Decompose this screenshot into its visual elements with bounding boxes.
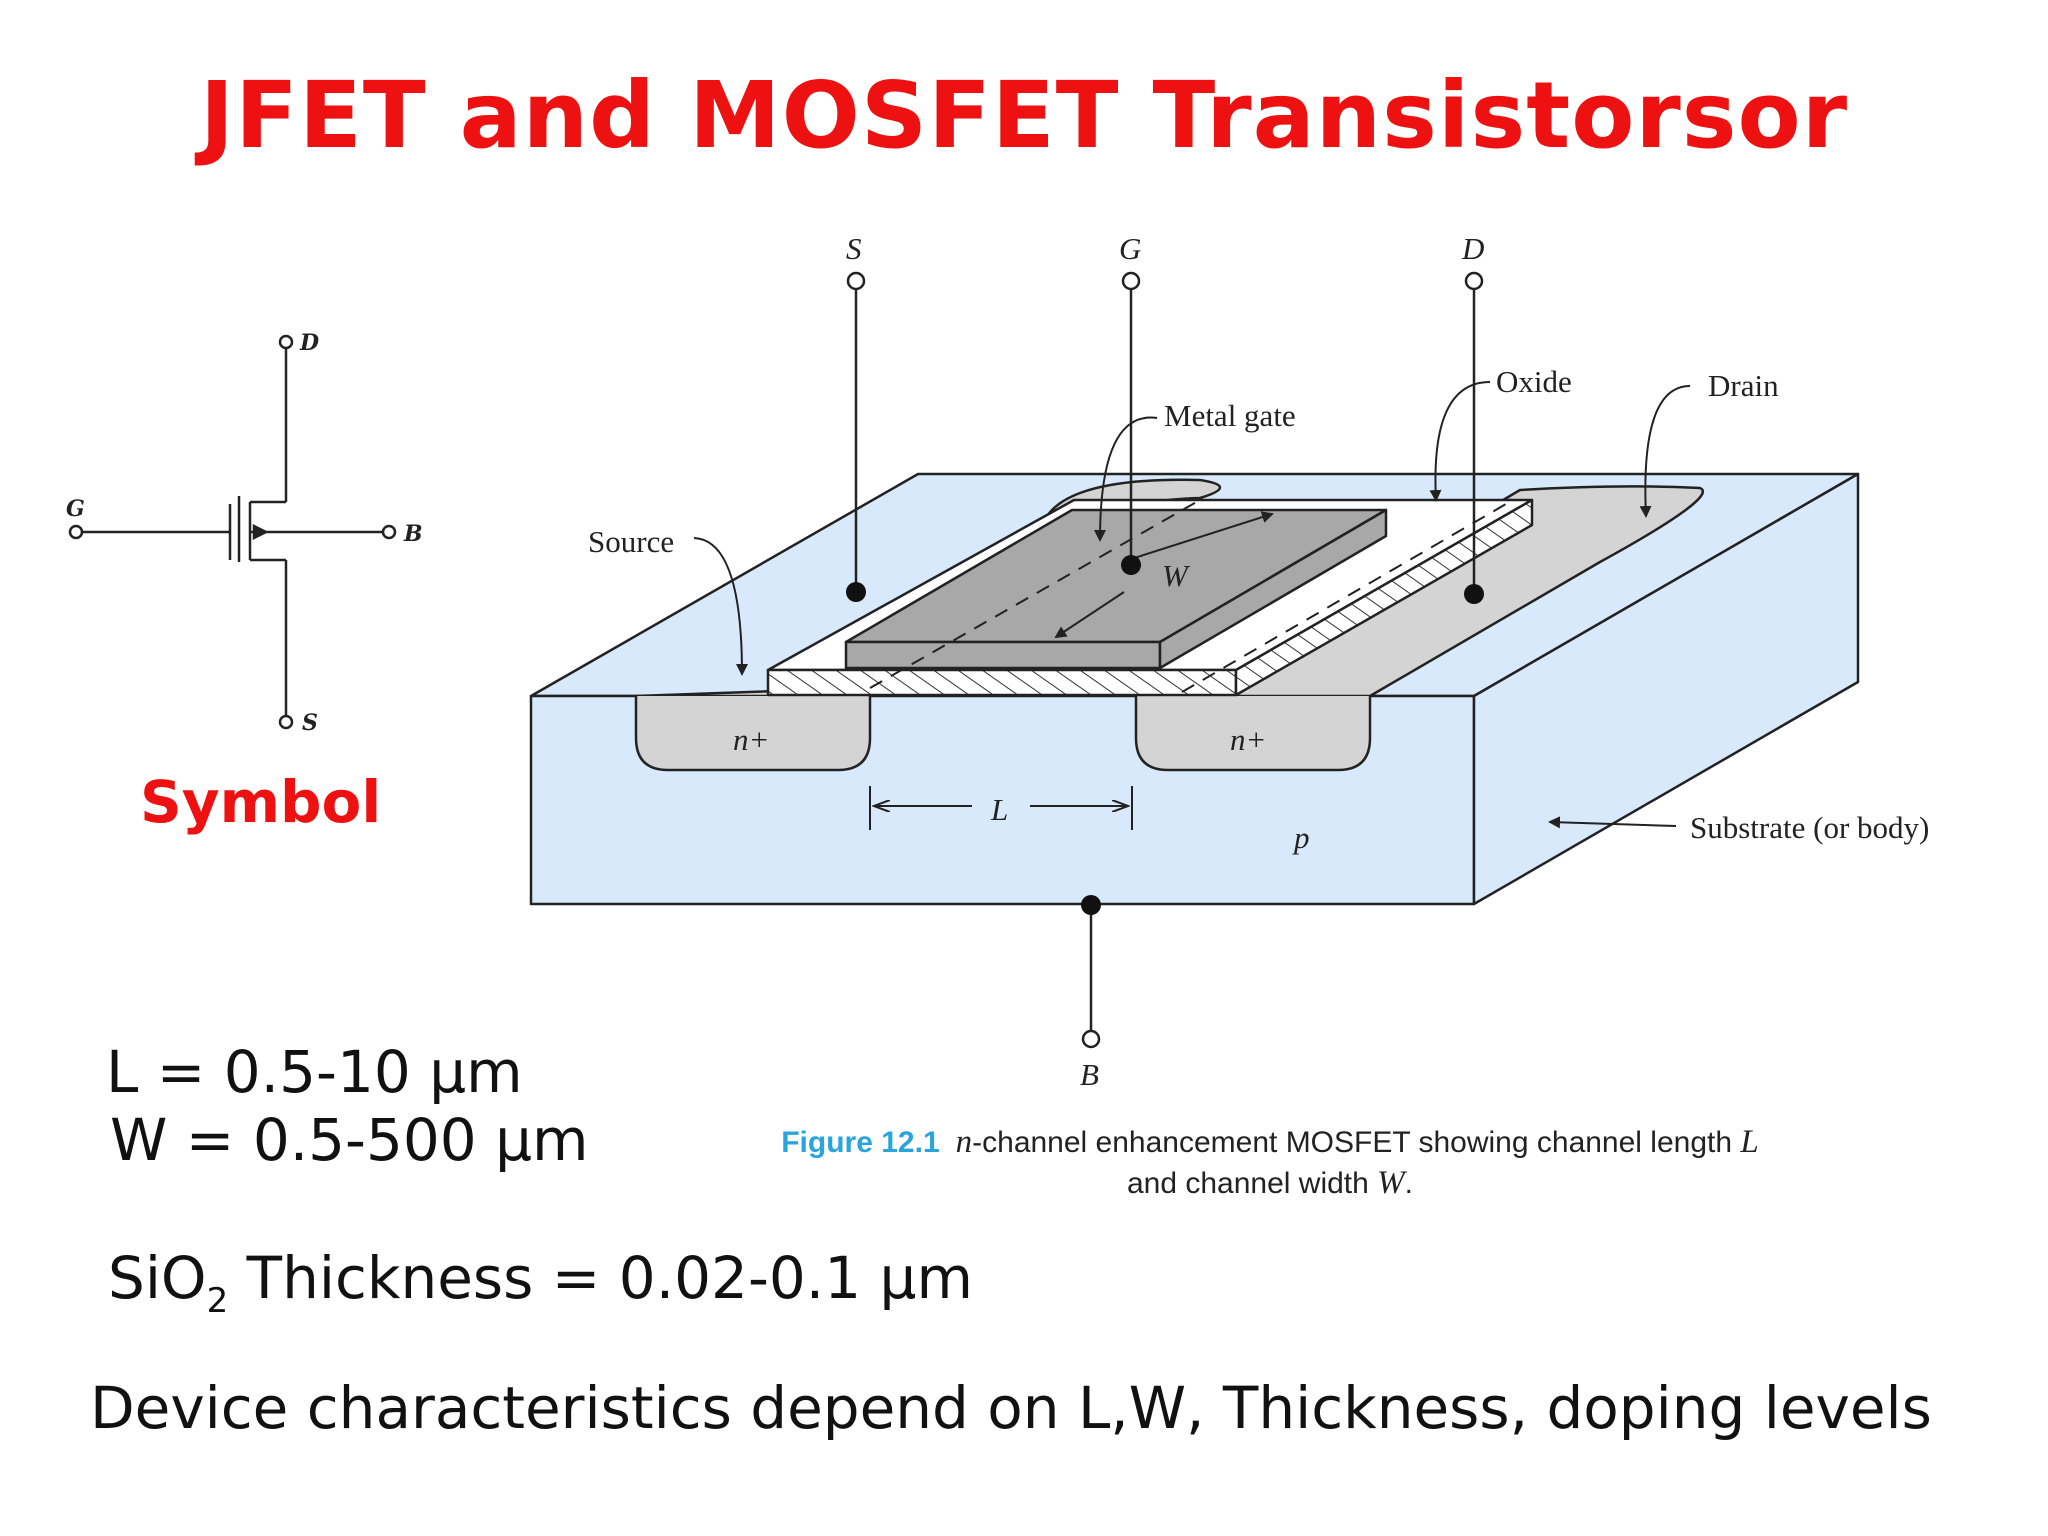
- channel-dashes: [869, 499, 1507, 693]
- param-oxide-thickness: SiO2 Thickness = 0.02-0.1 μm: [108, 1244, 973, 1321]
- label-s: S: [846, 231, 862, 266]
- substrate-side: [1472, 472, 1860, 906]
- width-arrows: [1054, 511, 1274, 639]
- symbol-label-d: D: [299, 330, 319, 356]
- symbol-source-terminal: [278, 714, 294, 730]
- gate-contact: [1121, 555, 1141, 575]
- sio2-prefix: SiO: [108, 1244, 207, 1312]
- param-length: L = 0.5-10 μm: [106, 1038, 523, 1106]
- label-w: W: [1162, 558, 1191, 593]
- body-contact: [1081, 895, 1101, 915]
- symbol-gate-terminal: [68, 524, 84, 540]
- symbol-label-b: B: [403, 521, 423, 547]
- label-p: p: [1292, 820, 1310, 855]
- drain-nplus-front: [1134, 696, 1372, 772]
- symbol-label-s: S: [302, 710, 318, 736]
- label-b: B: [1080, 1057, 1099, 1092]
- source-contact: [846, 582, 866, 602]
- label-substrate: Substrate (or body): [1690, 810, 1929, 845]
- channel-edge-right: [1181, 503, 1507, 693]
- gate-terminal: [1121, 271, 1141, 291]
- length-dimension: [869, 786, 1133, 830]
- caption-var-n: n: [955, 1124, 973, 1160]
- label-g: G: [1119, 231, 1141, 266]
- sio2-subscript: 2: [206, 1281, 229, 1321]
- label-nplus-left: n+: [733, 722, 769, 757]
- source-leader: [693, 537, 748, 676]
- label-oxide: Oxide: [1496, 364, 1572, 399]
- oxide-front: [766, 668, 1238, 697]
- drain-contact: [1464, 584, 1484, 604]
- caption-var-w: W: [1377, 1165, 1405, 1201]
- symbol-drain-terminal: [278, 334, 294, 350]
- symbol-body-terminal: [381, 524, 397, 540]
- caption-text-2: and channel width: [1126, 1167, 1378, 1200]
- label-d: D: [1461, 231, 1484, 266]
- drain-terminal: [1464, 271, 1484, 291]
- label-l: L: [990, 792, 1008, 827]
- label-source: Source: [588, 524, 674, 559]
- caption-text-1: -channel enhancement MOSFET showing chan…: [972, 1126, 1741, 1159]
- oxide-leader: [1429, 381, 1491, 502]
- label-drain: Drain: [1708, 368, 1779, 403]
- slide-title: JFET and MOSFET Transistorsor: [199, 62, 1849, 169]
- sio2-suffix: Thickness = 0.02-0.1 μm: [228, 1244, 973, 1312]
- mosfet-structure: [529, 472, 1860, 906]
- gate-front: [844, 640, 1162, 670]
- caption-text-3: .: [1404, 1167, 1414, 1200]
- metal-gate-leader: [1094, 416, 1158, 542]
- figure-caption: Figure 12.1 n-channel enhancement MOSFET …: [700, 1122, 1840, 1204]
- label-metal-gate: Metal gate: [1164, 398, 1296, 433]
- body-terminal: [1081, 1029, 1101, 1049]
- source-nplus-front: [634, 696, 872, 772]
- label-nplus-right: n+: [1230, 722, 1266, 757]
- symbol-caption: Symbol: [140, 768, 382, 836]
- oxide-side: [1234, 498, 1534, 697]
- drain-leader: [1639, 385, 1691, 518]
- mosfet-symbol: [68, 334, 397, 730]
- symbol-body-arrow: [252, 523, 269, 541]
- symbol-label-g: G: [66, 496, 85, 522]
- footer-note: Device characteristics depend on L,W, Th…: [90, 1374, 1932, 1442]
- gate-side: [1158, 508, 1388, 670]
- param-width: W = 0.5-500 μm: [110, 1106, 589, 1174]
- channel-edge-left: [869, 499, 1201, 689]
- figure-number: Figure 12.1: [781, 1126, 940, 1159]
- substrate-leader: [1548, 816, 1677, 829]
- caption-var-l: L: [1740, 1124, 1759, 1160]
- source-terminal: [846, 271, 866, 291]
